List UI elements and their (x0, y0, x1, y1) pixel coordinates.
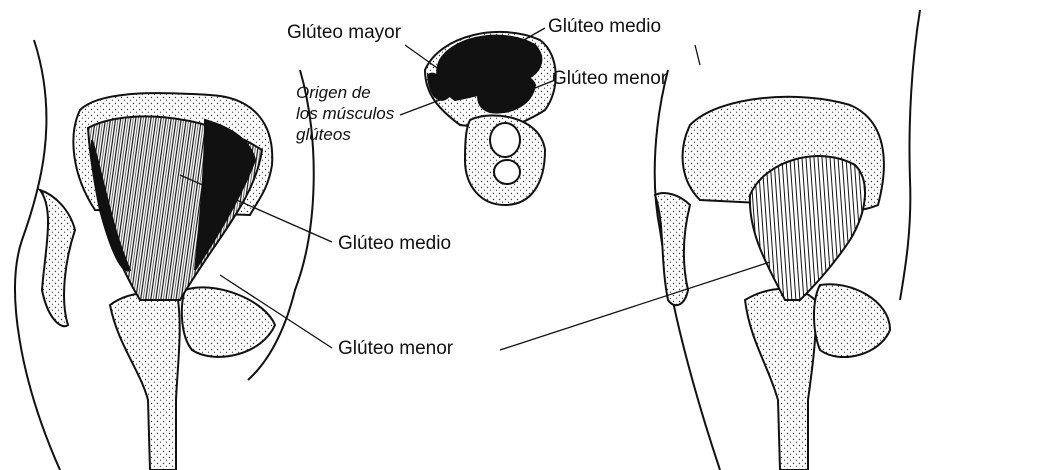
center-pelvis-diagram (425, 32, 556, 205)
label-gluteo-menor-top: Glúteo menor (552, 68, 667, 90)
label-gluteo-medio-top: Glúteo medio (548, 16, 661, 38)
leader-gluteo-medio-vertical (695, 45, 700, 65)
right-body-outline (900, 10, 920, 300)
leader-center-gluteo-menor-right (500, 262, 770, 350)
label-origen-line2: los músculos (296, 103, 394, 124)
label-origen-group: Origen de los músculos glúteos (296, 82, 394, 145)
center-obturator-foramen (494, 160, 520, 184)
left-hip-joint (182, 287, 275, 357)
center-acetabulum (490, 123, 520, 157)
right-hip-joint (814, 284, 890, 357)
label-gluteo-medio-center: Glúteo medio (338, 233, 451, 255)
label-origen-line3: glúteos (296, 124, 394, 145)
left-femur (110, 293, 180, 470)
left-hip-figure (15, 40, 314, 470)
right-sacrum (655, 193, 690, 305)
left-sacrum (40, 190, 75, 326)
label-gluteo-menor-center: Glúteo menor (338, 338, 453, 360)
right-gluteus-minimus (750, 156, 865, 300)
right-femur (745, 289, 816, 470)
right-hip-figure (655, 10, 920, 470)
leader-origen (400, 100, 440, 115)
label-gluteo-mayor: Glúteo mayor (287, 22, 401, 44)
label-origen-line1: Origen de (296, 82, 394, 103)
